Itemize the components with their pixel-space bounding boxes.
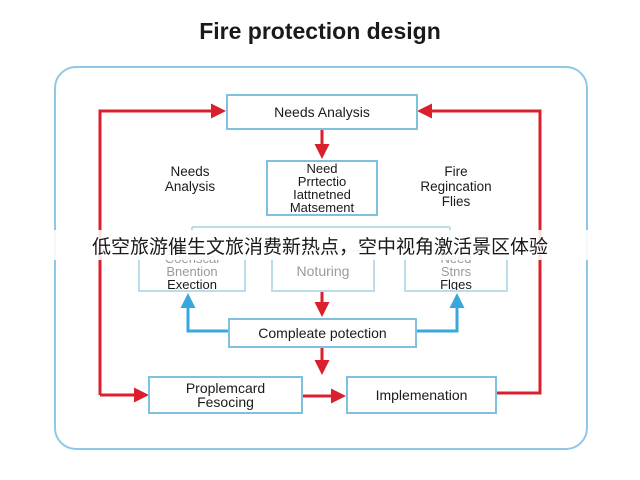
right-side-label: Fire Regincation Flies [398, 164, 514, 209]
implementation-box: Implemenation [346, 376, 497, 414]
need-stars-line-2: Stnrs [440, 263, 472, 279]
need-protection-line-4: Matsement [289, 200, 355, 215]
complete-protection-text: Compleate potection [258, 325, 387, 341]
coenscal-line-3: Exection [167, 276, 217, 292]
need-protection-line-3: Iattnetned [293, 187, 351, 202]
implementation-text: Implemenation [375, 387, 468, 403]
left-label-line-2: Analysis [164, 179, 216, 194]
right-label-line-2: Regincation [420, 179, 492, 194]
proplemcard-line-1: Proplemcard [185, 380, 266, 396]
need-stars-line-3: Flges [440, 276, 472, 292]
need-protection-line-1: Need [306, 161, 338, 176]
arrow-left-loop-to-needs [98, 103, 226, 395]
arrow-complete-to-need-stars [417, 293, 465, 333]
arrow-complete-to-coenscal [180, 293, 228, 333]
diagram-title: Fire protection design [199, 18, 441, 44]
proplemcard-line-2: Fesocing [197, 394, 254, 410]
left-side-label: Needs Analysis [150, 164, 230, 194]
noturing-text: Noturing [296, 263, 350, 279]
needs-analysis-text: Needs Analysis [274, 104, 370, 120]
need-protection-line-2: Prrtectio [297, 174, 347, 189]
caption-overlay: 低空旅游催生文旅消费新热点，空中视角激活景区体验 [0, 230, 640, 260]
right-label-line-3: Flies [441, 194, 471, 209]
coenscal-line-2: Bnention [166, 263, 218, 279]
right-label-line-1: Fire [444, 164, 468, 179]
needs-analysis-box: Needs Analysis [226, 94, 418, 130]
left-label-line-1: Needs [170, 164, 210, 179]
proplemcard-box: Proplemcard Fesocing [148, 376, 303, 414]
need-protection-box: Need Prrtectio Iattnetned Matsement [266, 160, 378, 216]
complete-protection-box: Compleate potection [228, 318, 417, 348]
